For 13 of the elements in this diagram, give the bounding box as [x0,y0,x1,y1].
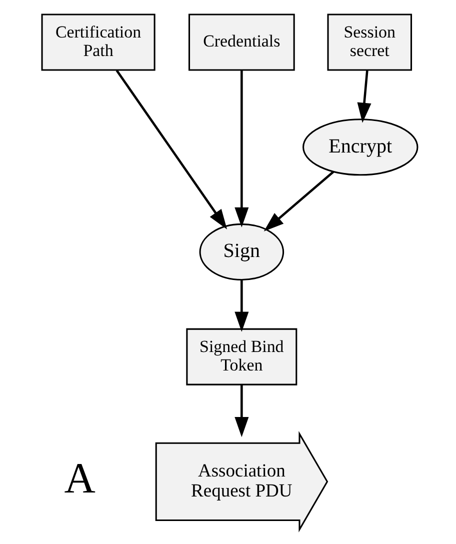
node-ellipse: Sign [199,223,284,280]
arrow [116,70,228,230]
label: A [64,455,96,502]
arrow [234,280,249,332]
arrow [234,70,249,228]
node-ellipse: Encrypt [302,118,418,176]
node-box: Signed Bind Token [186,328,298,386]
arrow [234,384,249,438]
arrow [264,170,334,232]
node-box: Session secret [327,14,412,71]
node-box: Credentials [188,14,295,71]
arrow [357,70,372,123]
node-box: Certification Path [41,14,156,71]
